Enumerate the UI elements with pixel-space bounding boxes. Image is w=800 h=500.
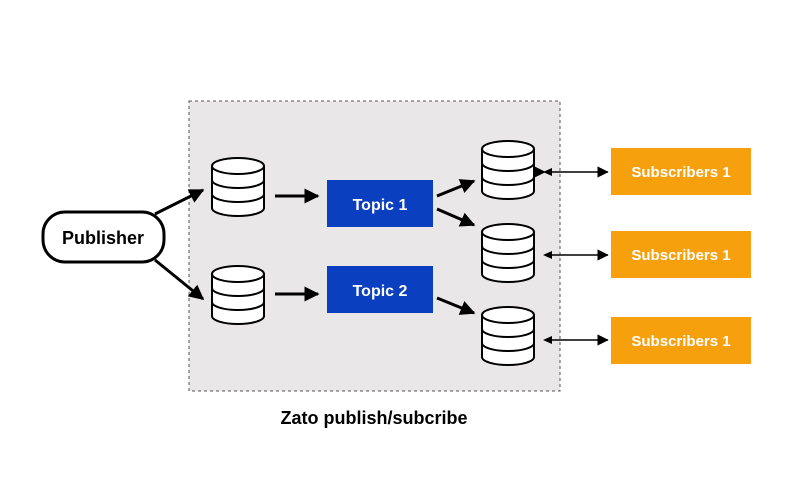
subscriber-node: Subscribers 1 [611, 317, 751, 364]
subscriber-node: Subscribers 1 [611, 231, 751, 278]
arrowhead-left [543, 168, 552, 176]
database-icon [481, 306, 535, 366]
database-icon [481, 140, 535, 200]
topic2-node: Topic 2 [327, 266, 433, 313]
arrowhead-left [543, 251, 552, 259]
diagram-caption: Zato publish/subcribe [280, 408, 467, 428]
publisher-node: Publisher [41, 210, 166, 264]
arrowhead-left [543, 336, 552, 344]
subscriber-label: Subscribers 1 [631, 247, 730, 264]
database-icon [211, 265, 265, 325]
arrow-topic1-queue3 [436, 179, 476, 198]
subscriber-label: Subscribers 1 [631, 333, 730, 350]
topic1-node: Topic 1 [327, 180, 433, 227]
database-icon [211, 157, 265, 217]
arrow-publisher-queue2 [154, 258, 205, 301]
topic1-label: Topic 1 [353, 197, 408, 214]
publisher-label: Publisher [62, 228, 144, 248]
subscriber-node: Subscribers 1 [611, 148, 751, 195]
subscriber-label: Subscribers 1 [631, 164, 730, 181]
arrow-publisher-queue1 [154, 188, 205, 216]
arrow-topic2-queue5 [436, 296, 476, 315]
database-icon [481, 223, 535, 283]
arrow-topic1-queue4 [436, 207, 476, 227]
topic2-label: Topic 2 [353, 283, 408, 300]
